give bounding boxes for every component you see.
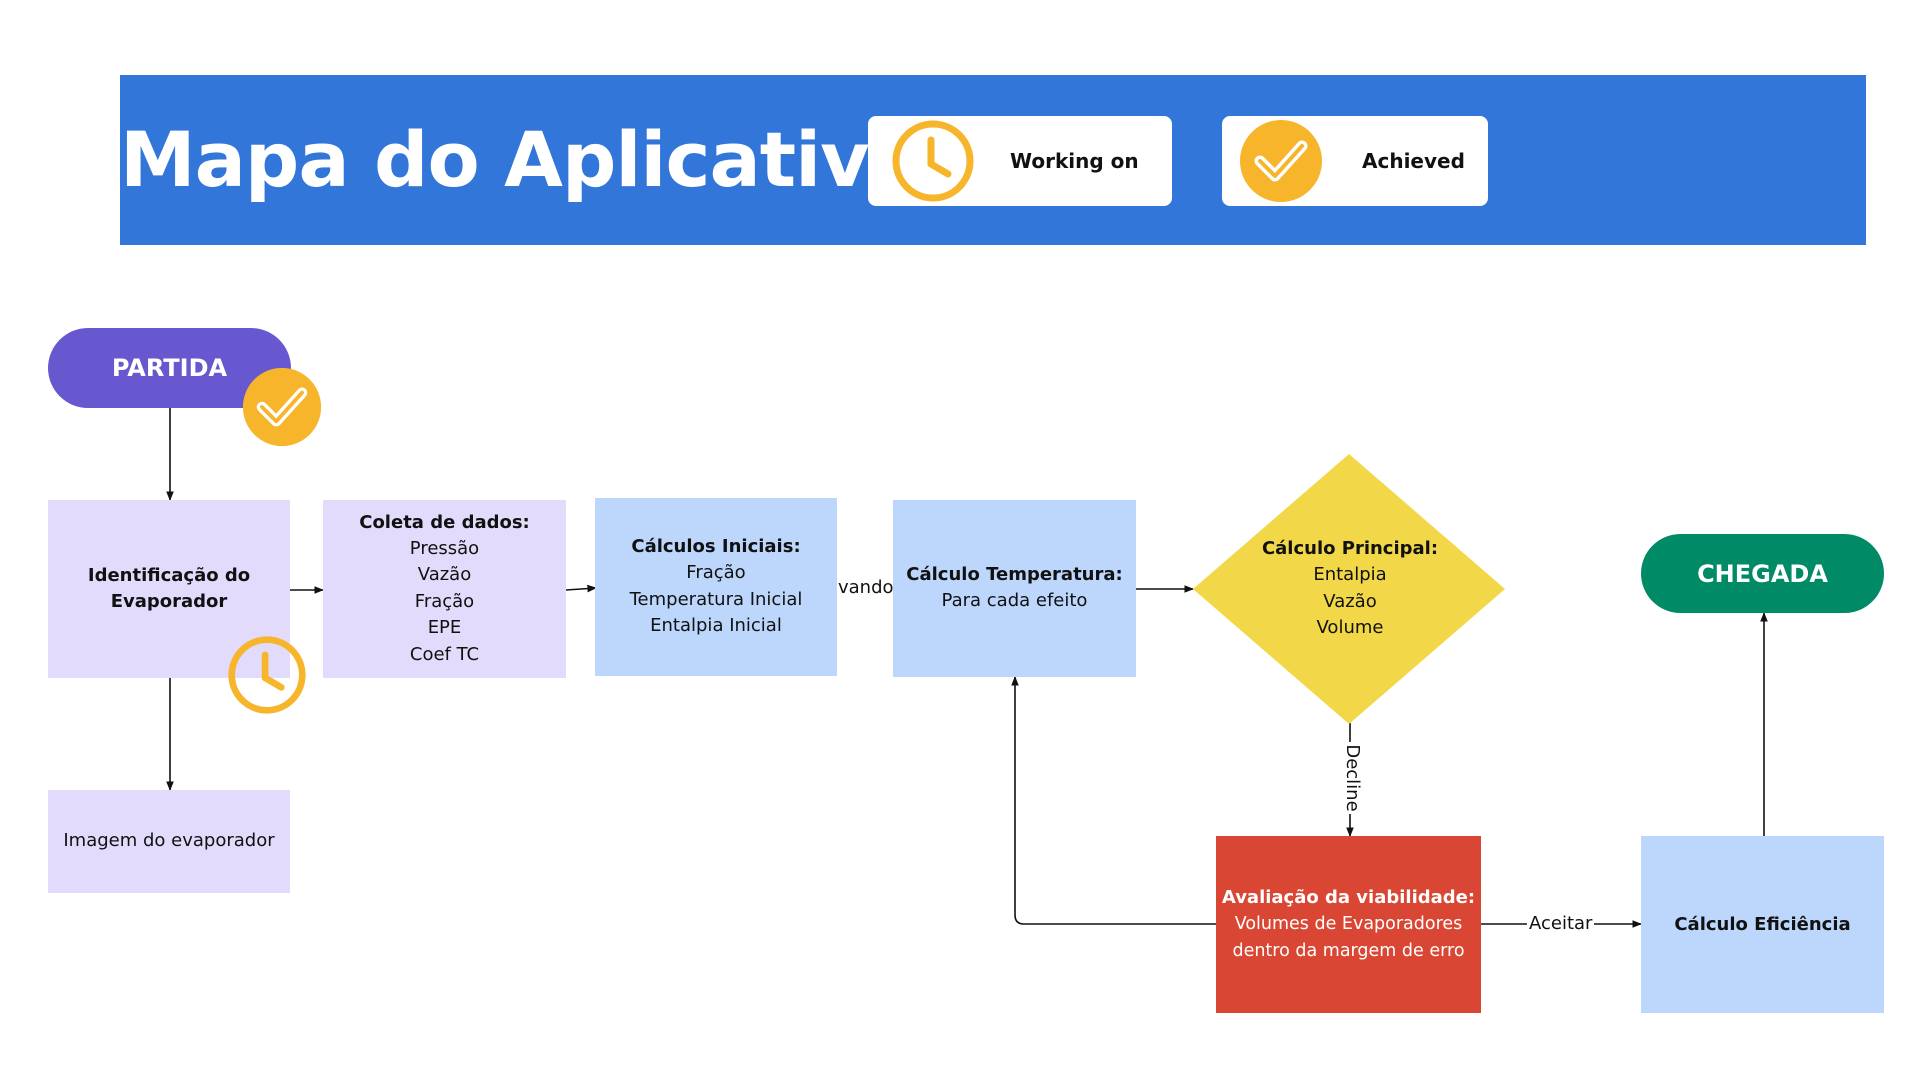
node-calculo-eficiencia[interactable]: Cálculo Eficiência xyxy=(1641,836,1884,1013)
node-calculo-temperatura-line: Para cada efeito xyxy=(941,590,1088,612)
node-calculo-principal-line: Vazão xyxy=(1323,590,1377,612)
node-calculos-iniciais-title: Cálculos Iniciais: xyxy=(631,536,801,558)
node-calculo-temperatura[interactable]: Cálculo Temperatura: Para cada efeito xyxy=(893,500,1136,677)
node-calculos-iniciais-line: Entalpia Inicial xyxy=(650,615,782,637)
node-calculos-iniciais-line: Fração xyxy=(686,562,746,584)
legend-working-on: Working on xyxy=(868,116,1172,206)
node-coleta-title: Coleta de dados: xyxy=(359,511,530,533)
node-avaliacao[interactable]: Avaliação da viabilidade: Volumes de Eva… xyxy=(1216,836,1481,1013)
node-coleta[interactable]: Coleta de dados: Pressão Vazão Fração EP… xyxy=(323,500,566,678)
node-calculo-principal-line: Volume xyxy=(1316,617,1384,639)
decision-diamond-shape[interactable] xyxy=(1193,454,1505,724)
node-avaliacao-title: Avaliação da viabilidade: xyxy=(1221,887,1476,908)
end-pill-label: CHEGADA xyxy=(1697,559,1828,588)
node-coleta-line: Coef TC xyxy=(409,643,480,665)
legend-working-on-label: Working on xyxy=(1010,149,1139,173)
clock-icon xyxy=(892,120,974,202)
legend-achieved-label: Achieved xyxy=(1362,149,1465,173)
node-coleta-line: EPE xyxy=(427,617,462,639)
node-coleta-line: Vazão xyxy=(417,564,472,586)
node-coleta-line: Fração xyxy=(414,590,475,612)
node-identificacao[interactable]: Identificação do Evaporador xyxy=(48,500,290,678)
legend-achieved: Achieved xyxy=(1222,116,1488,206)
node-calculo-principal: Cálculo Principal: Entalpia Vazão Volume xyxy=(1230,520,1470,658)
node-avaliacao-line: dentro da margem de erro xyxy=(1232,940,1465,961)
page-title: Mapa do Aplicativo xyxy=(120,115,921,204)
edge-coleta-calculos xyxy=(565,584,597,593)
node-avaliacao-line: Volumes de Evaporadores xyxy=(1234,914,1463,934)
node-imagem[interactable]: Imagem do evaporador xyxy=(48,790,290,893)
node-imagem-label: Imagem do evaporador xyxy=(63,830,275,852)
node-calculo-principal-title: Cálculo Principal: xyxy=(1261,538,1439,560)
node-calculos-iniciais-line: Temperatura Inicial xyxy=(629,588,803,610)
edge-avaliacao-temperatura xyxy=(1011,676,1216,925)
start-pill-label: PARTIDA xyxy=(111,354,228,382)
end-pill[interactable]: CHEGADA xyxy=(1641,534,1884,613)
node-coleta-line: Pressão xyxy=(409,537,480,559)
edge-label-aceitar: Aceitar xyxy=(1527,913,1595,935)
edge-label-decline: Decline xyxy=(1341,742,1363,814)
node-calculo-principal-line: Entalpia xyxy=(1313,564,1387,586)
edge-label-vando: vando a xyxy=(838,577,911,599)
node-calculos-iniciais[interactable]: Cálculos Iniciais: Fração Temperatura In… xyxy=(595,498,837,676)
achieved-check-icon xyxy=(242,367,322,447)
node-identificacao-title: Identificação do Evaporador xyxy=(87,565,251,612)
node-calculo-eficiencia-title: Cálculo Eficiência xyxy=(1674,913,1851,935)
working-clock-icon xyxy=(228,636,306,714)
node-calculo-temperatura-title: Cálculo Temperatura: xyxy=(906,564,1123,586)
check-badge-icon xyxy=(1240,120,1322,202)
